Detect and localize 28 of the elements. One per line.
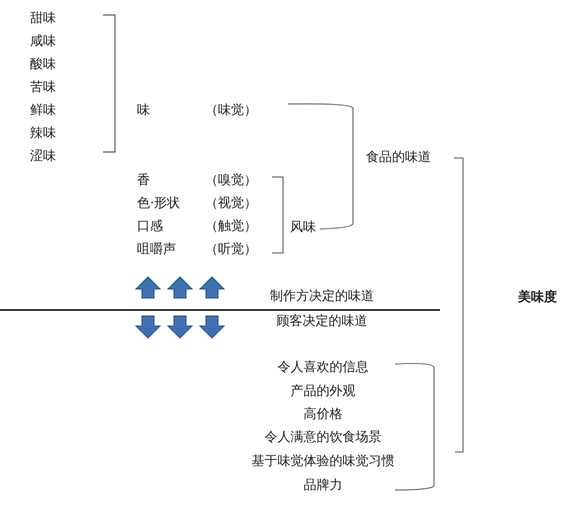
sense-label: （触觉）	[205, 219, 257, 235]
factor-item: 令人满意的饮食场景	[264, 430, 382, 446]
taste-term: 辣味	[30, 126, 56, 142]
sense-term: 咀嚼声	[137, 242, 176, 258]
taste-term: 咸味	[30, 34, 56, 50]
section-label: 制作方决定的味道	[270, 289, 374, 305]
taste-term: 甜味	[30, 11, 56, 27]
sense-term: 香	[137, 173, 150, 189]
taste-term: 酸味	[30, 57, 56, 73]
section-label: 顾客决定的味道	[276, 314, 368, 330]
group-label: 美味度	[518, 290, 557, 306]
group-label: 风味	[290, 220, 316, 236]
sense-label: （视觉）	[205, 196, 257, 212]
sense-term: 味	[137, 103, 150, 119]
group-label: 食品的味道	[366, 150, 431, 166]
sense-label: （味觉）	[205, 103, 257, 119]
sense-label: （嗅觉）	[205, 173, 257, 189]
taste-term: 鲜味	[30, 103, 56, 119]
factor-item: 高价格	[304, 407, 342, 423]
factor-item: 令人喜欢的信息	[278, 360, 368, 376]
sense-label: （听觉）	[205, 242, 257, 258]
taste-term: 苦味	[30, 80, 56, 96]
taste-term: 涩味	[30, 149, 56, 165]
factor-item: 基于味觉体验的味觉习惯	[252, 454, 394, 470]
sense-term: 口感	[137, 219, 163, 235]
sense-term: 色·形状	[137, 196, 180, 212]
factor-item: 产品的外观	[290, 384, 356, 400]
factor-item: 品牌力	[304, 478, 342, 494]
